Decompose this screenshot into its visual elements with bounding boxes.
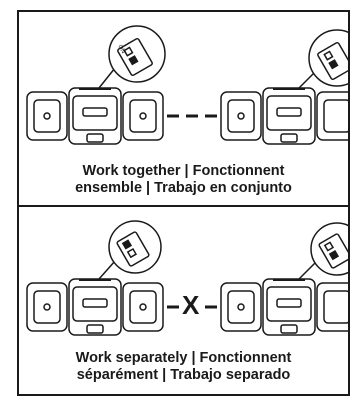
caption-line-2: ensemble | Trabajo en conjunto — [75, 180, 292, 196]
dip-switch-callout-right — [298, 29, 348, 89]
caption-work-separately: Work separately | Fonctionnent séparémen… — [19, 350, 348, 384]
switch-on-label: ON — [116, 44, 126, 55]
lights-separate-diagram — [26, 220, 348, 336]
dip-switch-callout-left: ON — [98, 25, 166, 89]
caption-line-2: séparément | Trabajo separado — [76, 367, 291, 383]
light-fixture-right — [220, 87, 348, 145]
caption-work-together: Work together | Fonctionnent ensemble | … — [19, 163, 348, 197]
panel-work-separately: X Work separately | Fonctionnent séparém… — [17, 205, 350, 396]
caption-line-1: Work separately | Fonctionnent — [75, 350, 292, 366]
light-fixture-right — [220, 278, 348, 336]
panel-work-together: ON Work together | — [17, 10, 350, 207]
lights-linked-diagram: ON — [26, 25, 348, 145]
light-fixture-left — [26, 278, 164, 336]
light-fixture-left — [26, 87, 164, 145]
separate-x-mark: X — [182, 290, 200, 320]
caption-line-1: Work together | Fonctionnent — [82, 163, 285, 179]
dip-switch-callout-left — [98, 220, 162, 280]
dip-switch-callout-right — [298, 222, 348, 280]
